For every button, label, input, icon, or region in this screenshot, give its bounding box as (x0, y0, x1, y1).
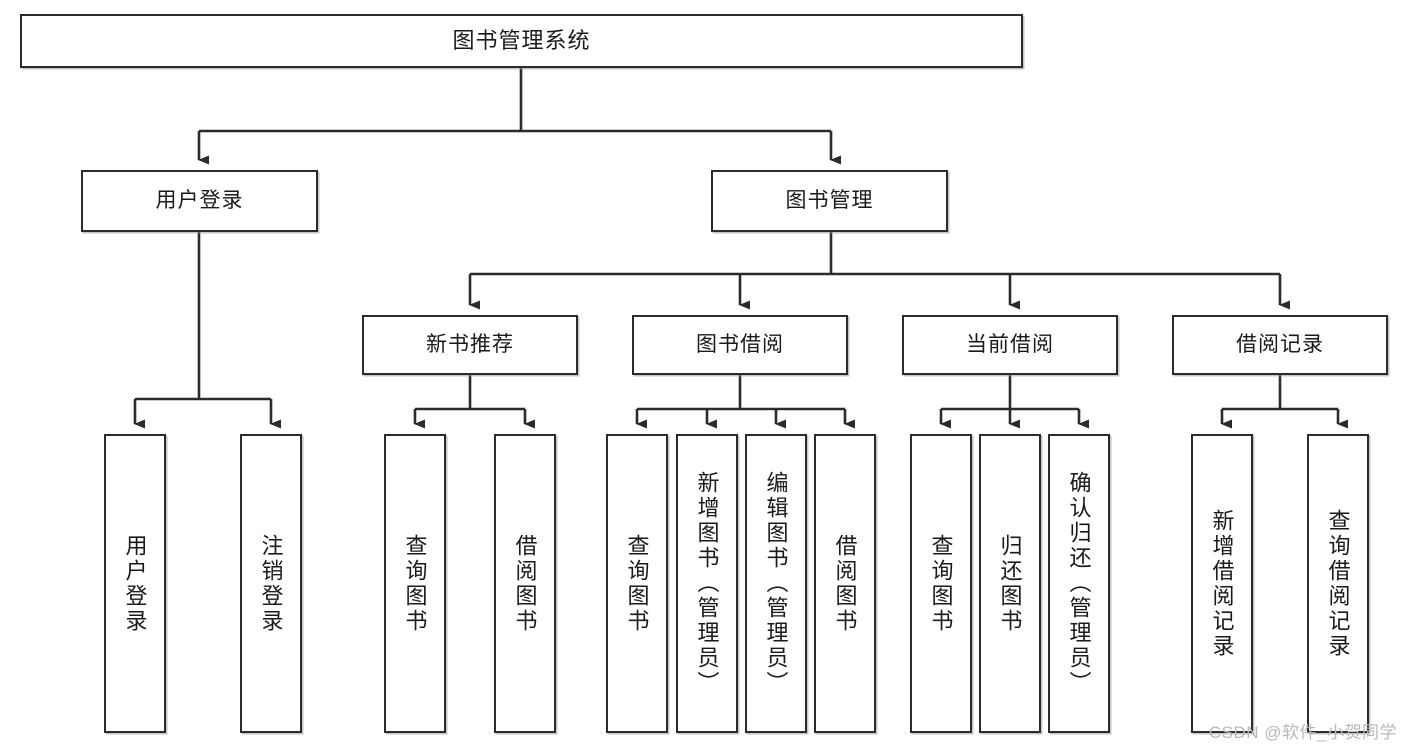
leaf-edit-book-label: 编辑图书（管理员） (763, 471, 789, 696)
node-user-login-label: 用户登录 (155, 189, 244, 213)
leaf-edit-book[interactable]: 编辑图书（管理员） (745, 434, 807, 733)
node-current-borrow[interactable]: 当前借阅 (902, 315, 1118, 375)
leaf-query-book-2[interactable]: 查询图书 (606, 434, 668, 733)
leaf-add-book[interactable]: 新增图书（管理员） (676, 434, 738, 733)
leaf-borrow-book-1[interactable]: 借阅图书 (494, 434, 556, 733)
leaf-query-record[interactable]: 查询借阅记录 (1307, 434, 1369, 733)
leaf-query-book-1-label: 查询图书 (402, 533, 428, 634)
node-book-manage-label: 图书管理 (785, 189, 874, 213)
leaf-user-login[interactable]: 用户登录 (104, 434, 166, 733)
watermark: CSDN @软件_小贺同学 (1208, 723, 1397, 742)
node-user-login[interactable]: 用户登录 (81, 170, 318, 232)
node-root[interactable]: 图书管理系统 (20, 14, 1023, 68)
node-borrow-record[interactable]: 借阅记录 (1172, 315, 1388, 375)
leaf-borrow-book-2-label: 借阅图书 (832, 533, 858, 634)
leaf-return-book-label: 归还图书 (997, 533, 1023, 634)
node-new-book-recommend[interactable]: 新书推荐 (362, 315, 578, 375)
leaf-query-book-3[interactable]: 查询图书 (910, 434, 972, 733)
leaf-query-book-3-label: 查询图书 (928, 533, 954, 634)
node-book-borrow[interactable]: 图书借阅 (632, 315, 848, 375)
leaf-confirm-return[interactable]: 确认归还（管理员） (1048, 434, 1110, 733)
leaf-confirm-return-label: 确认归还（管理员） (1066, 471, 1092, 696)
leaf-return-book[interactable]: 归还图书 (979, 434, 1041, 733)
leaf-query-record-label: 查询借阅记录 (1325, 508, 1351, 659)
leaf-add-book-label: 新增图书（管理员） (694, 471, 720, 696)
node-book-manage[interactable]: 图书管理 (711, 170, 948, 232)
node-borrow-record-label: 借阅记录 (1236, 333, 1324, 357)
node-root-label: 图书管理系统 (452, 27, 591, 53)
leaf-borrow-book-1-label: 借阅图书 (512, 533, 538, 634)
leaf-borrow-book-2[interactable]: 借阅图书 (814, 434, 876, 733)
node-new-book-recommend-label: 新书推荐 (426, 333, 514, 357)
node-book-borrow-label: 图书借阅 (696, 333, 784, 357)
leaf-query-book-2-label: 查询图书 (624, 533, 650, 634)
leaf-user-login-label: 用户登录 (122, 533, 148, 634)
leaf-user-logout[interactable]: 注销登录 (240, 434, 302, 733)
leaf-user-logout-label: 注销登录 (258, 533, 284, 634)
leaf-add-record[interactable]: 新增借阅记录 (1191, 434, 1253, 733)
leaf-query-book-1[interactable]: 查询图书 (384, 434, 446, 733)
leaf-add-record-label: 新增借阅记录 (1209, 508, 1235, 659)
node-current-borrow-label: 当前借阅 (966, 333, 1054, 357)
